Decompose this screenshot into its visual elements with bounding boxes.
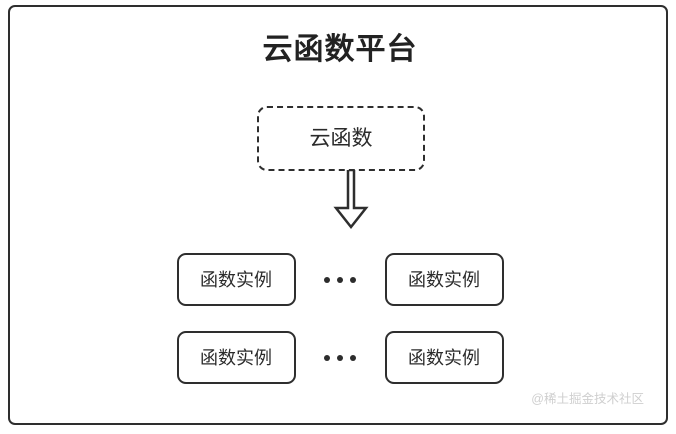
ellipsis-dot <box>337 276 343 283</box>
down-block-arrow-icon <box>333 170 369 230</box>
cloud-function-box[interactable]: 云函数 <box>257 106 425 171</box>
ellipsis-dot <box>350 354 356 361</box>
ellipsis-separator <box>296 253 385 306</box>
ellipsis-dot <box>337 354 343 361</box>
platform-title: 云函数平台 <box>262 33 418 66</box>
cloud-function-platform-container: 云函数平台 云函数 函数实例 函数实例 函数实例 <box>8 5 668 425</box>
cloud-function-label: 云函数 <box>309 126 373 150</box>
function-instance-box[interactable]: 函数实例 <box>176 253 296 306</box>
function-instance-label: 函数实例 <box>408 347 480 368</box>
function-instance-label: 函数实例 <box>200 269 272 290</box>
watermark-text: @稀土掘金技术社区 <box>531 392 644 406</box>
function-instance-row-1: 函数实例 函数实例 <box>10 253 670 306</box>
function-instance-box[interactable]: 函数实例 <box>384 253 504 306</box>
function-instance-label: 函数实例 <box>200 347 272 368</box>
function-instance-row-2: 函数实例 函数实例 <box>10 331 670 384</box>
ellipsis-dot <box>324 276 330 283</box>
ellipsis-dot <box>350 276 356 283</box>
ellipsis-dot <box>324 354 330 361</box>
function-instance-label: 函数实例 <box>408 269 480 290</box>
ellipsis-separator <box>296 331 385 384</box>
function-instance-box[interactable]: 函数实例 <box>176 331 296 384</box>
function-instance-box[interactable]: 函数实例 <box>384 331 504 384</box>
